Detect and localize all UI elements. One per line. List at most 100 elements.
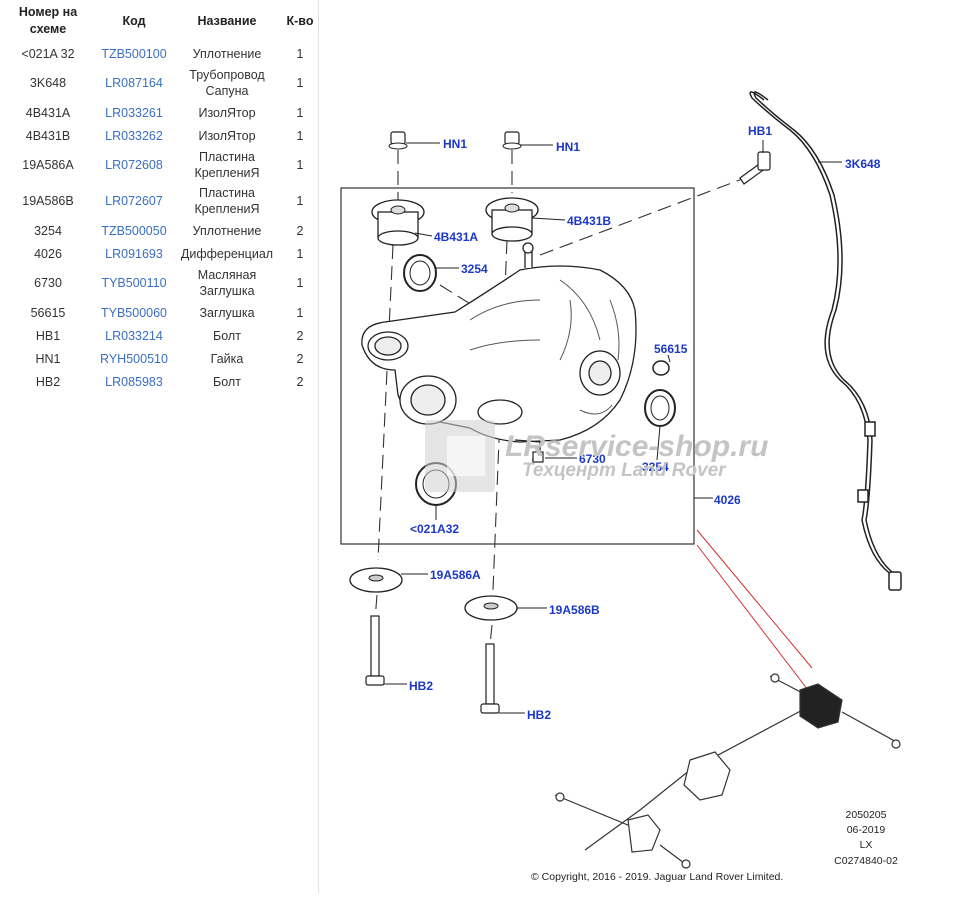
callout-3254-right[interactable]: 3254 (642, 460, 669, 474)
watermark-subtitle: Техценрт Land Rover (522, 460, 727, 481)
callout-021a32[interactable]: <021A32 (410, 522, 459, 536)
callout-hb1[interactable]: HB1 (748, 124, 772, 138)
part-qty-cell: 1 (296, 105, 304, 120)
part-number-cell: HB1 (35, 328, 61, 343)
part-qty-cell: 1 (296, 246, 304, 261)
part-name-cell: Уплотнение (192, 223, 262, 238)
callout-4026[interactable]: 4026 (714, 493, 741, 507)
callout-19a586b[interactable]: 19A586B (549, 603, 600, 617)
bolt-hb2-left (365, 615, 385, 686)
part-qty-cell: 1 (296, 194, 304, 208)
seal-3254-left (403, 254, 437, 292)
part-code-link[interactable]: LR091693 (105, 246, 163, 261)
driveline-locator (554, 673, 901, 869)
isolator-4b431a (371, 199, 425, 246)
col-header-qty: К-во (286, 13, 314, 28)
breather-pipe-3k648 (749, 91, 902, 591)
table-row: 4B431B LR033262 ИзолЯтор 1 (0, 124, 318, 147)
part-code-link[interactable]: LR033214 (105, 328, 163, 343)
part-number-cell: 3254 (34, 223, 62, 238)
part-code-link[interactable]: LR033261 (105, 105, 163, 120)
part-code-link[interactable]: RYH500510 (100, 351, 168, 366)
callout-hn1-right[interactable]: HN1 (556, 140, 580, 154)
part-number-cell: 4B431B (25, 128, 71, 143)
part-code-link[interactable]: TYB500060 (100, 305, 168, 320)
part-number-cell: 4B431A (25, 105, 71, 120)
table-header-row: Номер на схеме Код Название К-во (0, 0, 318, 42)
part-name-cell: Пластина КреплениЯ (194, 150, 260, 180)
info-ref: C0274840-02 (834, 855, 898, 867)
seal-3254-right (644, 389, 676, 427)
part-qty-cell: 1 (296, 158, 304, 172)
table-row: 19A586B LR072607 Пластина КреплениЯ 1 (0, 183, 318, 219)
part-number-cell: 6730 (34, 276, 62, 290)
part-name-cell: Болт (213, 374, 241, 389)
callout-hb2-right[interactable]: HB2 (527, 708, 551, 722)
part-name-cell: Гайка (210, 351, 244, 366)
part-code-link[interactable]: LR072608 (105, 158, 163, 172)
part-number-cell: 56615 (30, 305, 66, 320)
part-qty-cell: 2 (296, 328, 304, 343)
part-qty-cell: 1 (296, 128, 304, 143)
diagram-canvas: HN1 HN1 HB1 3K648 4B431A 4B431B 3254 566… (340, 91, 902, 883)
callout-3k648[interactable]: 3K648 (845, 157, 881, 171)
part-name-cell: Болт (213, 328, 241, 343)
table-row: 19A586A LR072608 Пластина КреплениЯ 1 (0, 147, 318, 183)
table-row: HB1 LR033214 Болт 2 (0, 324, 318, 347)
part-code-link[interactable]: LR072607 (105, 194, 163, 208)
differential-assembly-frame (340, 187, 695, 545)
part-number-cell: HB2 (35, 374, 61, 389)
plug-6730 (532, 451, 544, 463)
parts-table: Номер на схеме Код Название К-во <021A 3… (0, 0, 318, 393)
callout-hb2-left[interactable]: HB2 (409, 679, 433, 693)
callout-hn1-left[interactable]: HN1 (443, 137, 467, 151)
callout-19a586a[interactable]: 19A586A (430, 568, 481, 582)
callout-4b431a[interactable]: 4B431A (434, 230, 478, 244)
part-qty-cell: 1 (296, 305, 304, 320)
part-number-cell: 19A586B (22, 194, 74, 208)
part-code-link[interactable]: TZB500100 (101, 46, 167, 61)
part-qty-cell: 1 (296, 46, 304, 61)
bolt-hb2-right (480, 643, 500, 714)
part-code-link[interactable]: TZB500050 (101, 223, 167, 238)
part-number-cell: 19A586A (22, 158, 74, 172)
part-code-link[interactable]: TYB500110 (101, 276, 167, 290)
info-date: 06-2019 (847, 824, 886, 836)
part-code-link[interactable]: LR085983 (105, 374, 163, 389)
part-qty-cell: 1 (296, 76, 304, 90)
col-header-name: Название (197, 13, 257, 28)
part-name-cell: Пластина КреплениЯ (194, 186, 260, 216)
part-name-cell: Уплотнение (192, 46, 262, 61)
watermark: LRservice-shop.ru Техценрт Land Rover (425, 420, 768, 492)
table-row: 4B431A LR033261 ИзолЯтор 1 (0, 101, 318, 124)
table-row: 4026 LR091693 Дифференциал 1 (0, 242, 318, 265)
part-code-link[interactable]: LR087164 (105, 76, 163, 90)
bolt-hb1 (739, 151, 771, 185)
parts-list-panel: Номер на схеме Код Название К-во <021A 3… (0, 0, 318, 893)
part-code-link[interactable]: LR033262 (105, 128, 163, 143)
panel-divider (318, 0, 319, 893)
callout-3254-left[interactable]: 3254 (461, 262, 488, 276)
callout-4b431b[interactable]: 4B431B (567, 214, 611, 228)
callout-leaders (384, 140, 842, 714)
nut-hn1-right (502, 131, 522, 150)
part-name-cell: Трубопровод Сапуна (189, 68, 265, 98)
watermark-site: LRservice-shop.ru (505, 430, 768, 463)
part-qty-cell: 2 (296, 351, 304, 366)
part-name-cell: Дифференциал (180, 246, 274, 261)
col-header-code: Код (122, 13, 146, 28)
part-name-cell: Масляная Заглушка (197, 268, 257, 298)
callout-56615[interactable]: 56615 (654, 342, 688, 356)
part-name-cell: ИзолЯтор (198, 105, 256, 120)
part-qty-cell: 2 (296, 374, 304, 389)
part-name-cell: ИзолЯтор (198, 128, 256, 143)
plug-56615 (652, 360, 670, 376)
part-number-cell: 4026 (34, 246, 62, 261)
copyright: © Copyright, 2016 - 2019. Jaguar Land Ro… (531, 871, 783, 883)
callout-6730[interactable]: 6730 (579, 452, 606, 466)
